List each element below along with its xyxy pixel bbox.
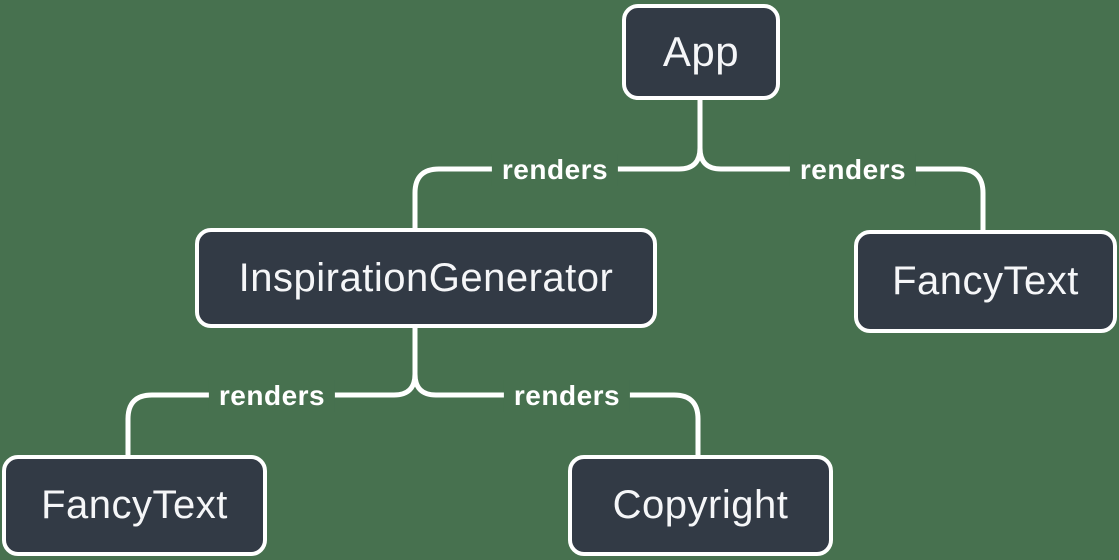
- node-label: FancyText: [41, 483, 228, 527]
- edge-label-renders-inspiration-fancytext: renders: [208, 380, 336, 412]
- node-label: InspirationGenerator: [238, 255, 614, 300]
- edge-label-renders-app-fancytext: renders: [789, 154, 917, 186]
- node-copyright: Copyright: [568, 455, 833, 556]
- edge-inspiration-generator-to-copyright: [412, 371, 701, 458]
- node-label: FancyText: [892, 259, 1079, 303]
- node-app: App: [622, 4, 780, 100]
- edge-label-renders-inspiration-copyright: renders: [503, 380, 631, 412]
- node-inspiration-generator: InspirationGenerator: [195, 228, 657, 328]
- node-fancy-text-top: FancyText: [854, 230, 1117, 333]
- node-fancy-text-bottom: FancyText: [2, 455, 267, 556]
- edge-app-to-fancy-text: [697, 145, 986, 233]
- node-label: App: [662, 28, 740, 75]
- node-label: Copyright: [612, 483, 789, 527]
- edge-label-renders-app-inspiration: renders: [491, 154, 619, 186]
